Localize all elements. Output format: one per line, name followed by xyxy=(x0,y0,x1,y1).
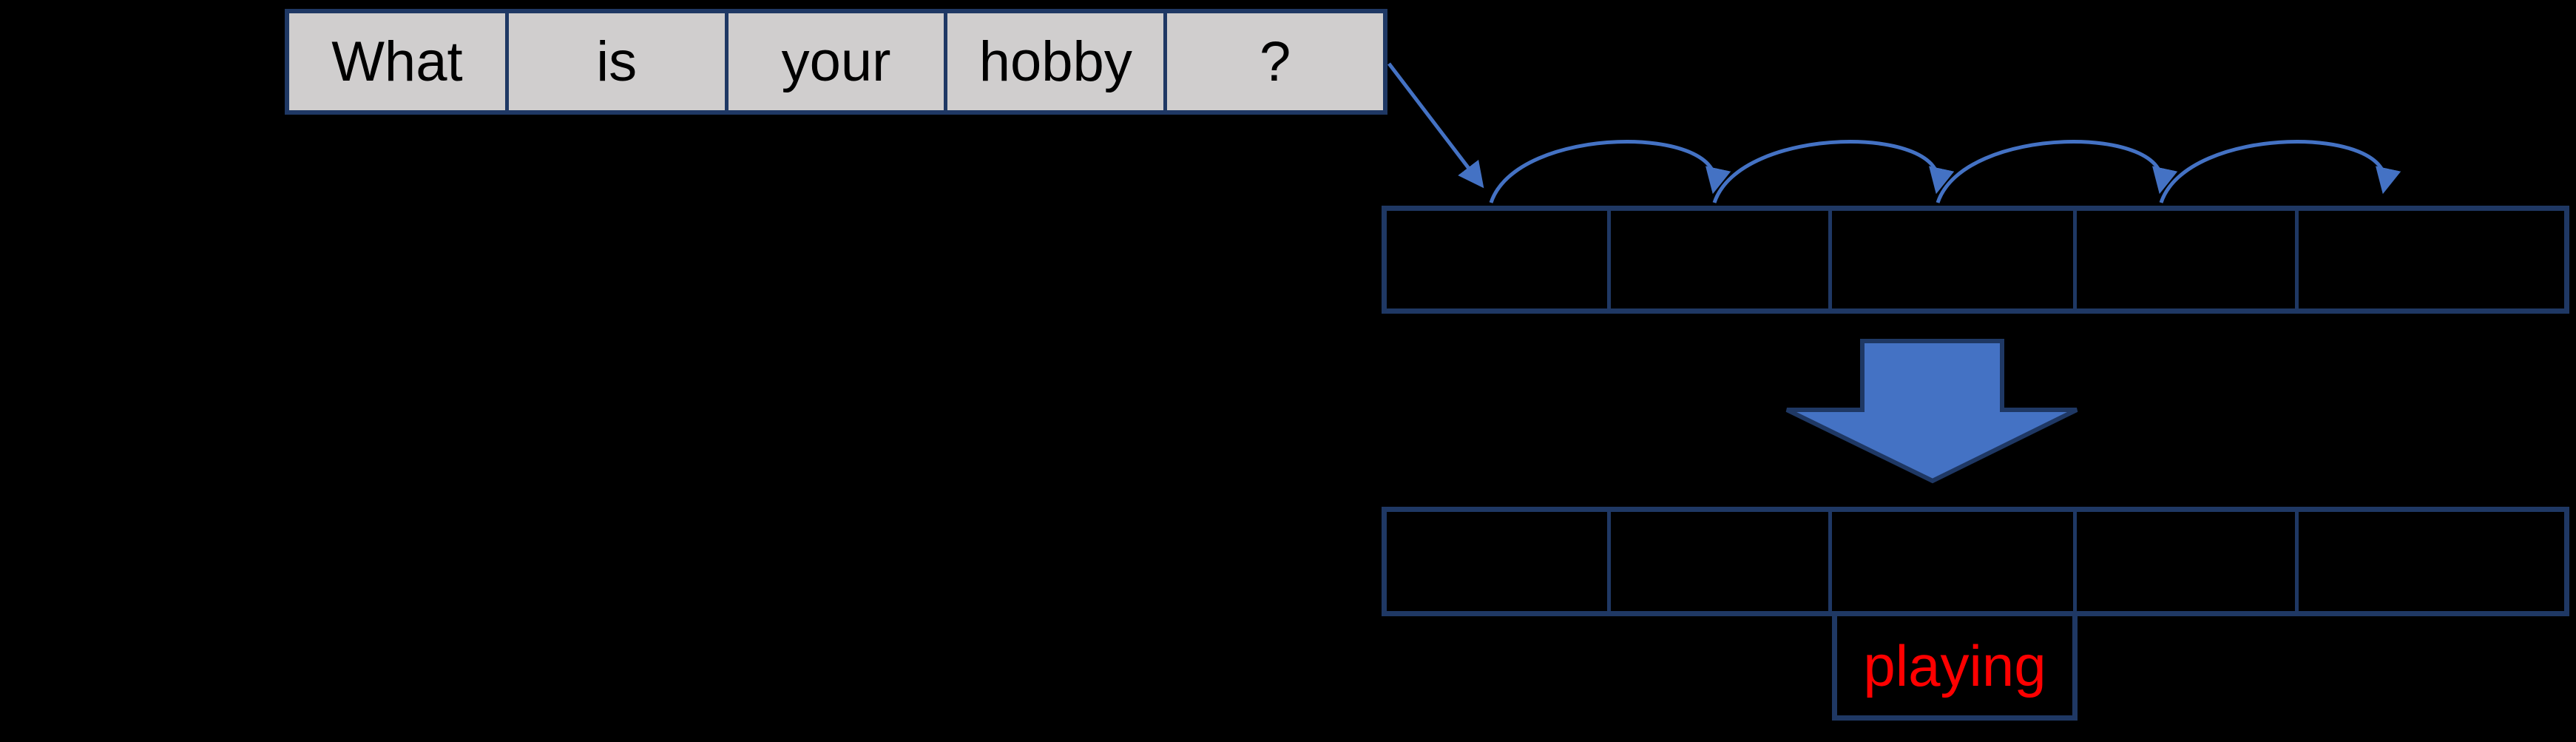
prediction-label: playing xyxy=(1863,633,2046,698)
hidden-state-cell-4 xyxy=(2077,211,2299,308)
word-cell-hobby: hobby xyxy=(947,13,1168,110)
down-block-arrow-icon xyxy=(1785,339,2078,484)
hidden-state-cell-3 xyxy=(1832,211,2078,308)
hop-arc-icon-4 xyxy=(2159,140,2401,203)
hidden-state-cell-2 xyxy=(1611,211,1833,308)
input-arrow-icon xyxy=(1387,62,1484,189)
output-cell-4 xyxy=(2077,512,2299,611)
prediction-box: playing xyxy=(1832,616,2078,721)
hop-arc-icon-2 xyxy=(1712,140,1955,203)
word-cell-your: your xyxy=(728,13,948,110)
hop-arc-icon-3 xyxy=(1936,140,2178,203)
hidden-state-row xyxy=(1382,206,2569,314)
hidden-state-cell-5 xyxy=(2299,211,2564,308)
hop-arc-icon-1 xyxy=(1489,140,1731,203)
output-row xyxy=(1382,507,2569,616)
output-cell-2 xyxy=(1611,512,1833,611)
hidden-state-cell-1 xyxy=(1387,211,1611,308)
word-cell-is: is xyxy=(509,13,728,110)
output-cell-3 xyxy=(1832,512,2078,611)
word-cell-question-mark: ? xyxy=(1259,30,1291,93)
output-cell-1 xyxy=(1387,512,1611,611)
sentence-table: What is your hobby ? xyxy=(285,9,1387,115)
word-cell-what: What xyxy=(289,13,509,110)
output-cell-5 xyxy=(2299,512,2564,611)
